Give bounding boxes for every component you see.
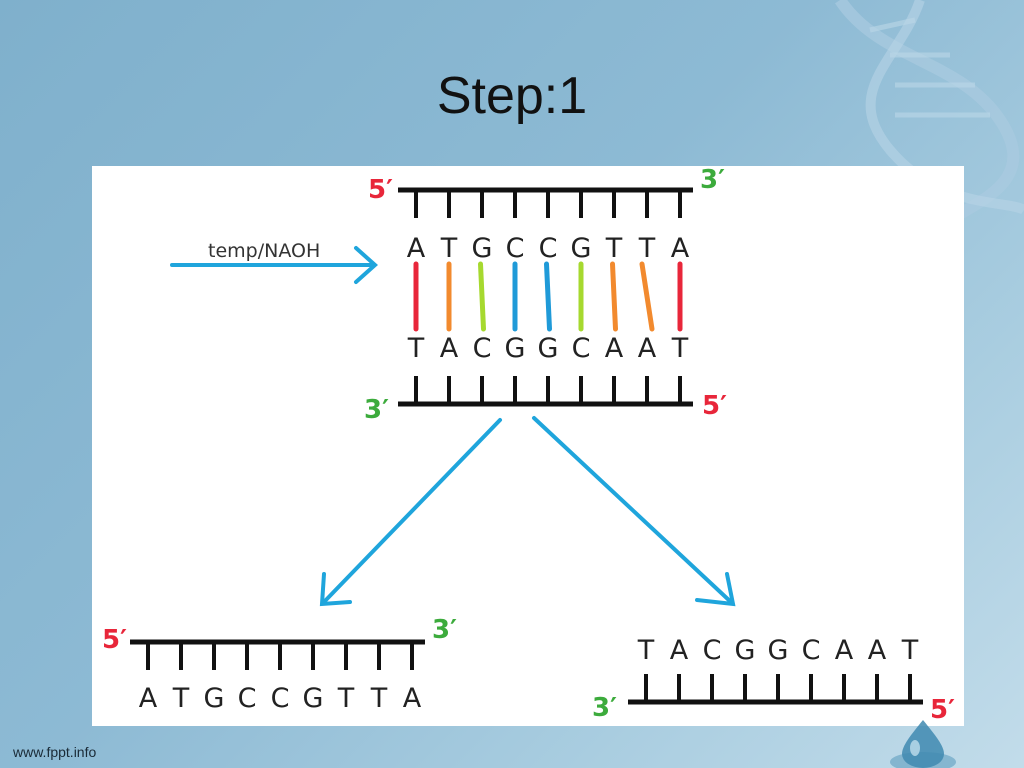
base-pair-5 <box>544 261 552 332</box>
right-product-base-9: T <box>901 635 919 666</box>
split-arrow-left <box>319 418 502 607</box>
left-product-base-3: G <box>204 683 225 714</box>
top-strand-base-8: T <box>638 233 656 264</box>
top-strand-base-4: C <box>506 233 525 264</box>
slide-title: Step:1 <box>436 67 588 125</box>
treatment-label: temp/NAOH <box>208 240 320 262</box>
top-strand-base-6: G <box>571 233 592 264</box>
top-strand-base-1: A <box>407 233 426 264</box>
right-product-base-6: C <box>802 635 821 666</box>
bottom-left-end-label: 3′ <box>364 395 389 425</box>
left-product-base-6: G <box>303 683 324 714</box>
footer-url: www.fppt.info <box>13 744 97 760</box>
bottom-strand-base-8: A <box>638 333 657 364</box>
top-strand-base-9: A <box>671 233 690 264</box>
right-product-base-1: T <box>637 635 655 666</box>
left-product-base-7: T <box>337 683 355 714</box>
top-strand-base-2: T <box>440 233 458 264</box>
left-product-base-8: T <box>370 683 388 714</box>
top-left-end-label: 5′ <box>368 175 393 205</box>
bottom-strand-base-5: G <box>538 333 559 364</box>
left-product-base-1: A <box>139 683 158 714</box>
left-product-base-2: T <box>172 683 190 714</box>
right-product-base-5: G <box>768 635 789 666</box>
base-pair-3 <box>478 261 486 332</box>
right-product-base-3: C <box>703 635 722 666</box>
bottom-right-end-label: 5′ <box>702 391 727 421</box>
bottom-strand-base-2: A <box>440 333 459 364</box>
right-product-base-4: G <box>735 635 756 666</box>
bottom-strand-base-4: G <box>505 333 526 364</box>
bottom-strand-base-1: T <box>407 333 425 364</box>
top-strand-base-7: T <box>605 233 623 264</box>
top-strand-base-3: G <box>472 233 493 264</box>
dna-helix-decoration <box>835 0 1024 220</box>
left-product-base-9: A <box>403 683 422 714</box>
water-drop-decoration <box>890 720 956 768</box>
right-product-base-7: A <box>835 635 854 666</box>
treatment-arrow <box>170 246 378 284</box>
base-pair-7 <box>610 261 618 332</box>
right-product-left-end-label: 3′ <box>592 693 617 723</box>
left-product-left-end-label: 5′ <box>102 625 127 655</box>
right-product-base-2: A <box>670 635 689 666</box>
left-product-base-4: C <box>238 683 257 714</box>
right-product-base-8: A <box>868 635 887 666</box>
left-product-right-end-label: 3′ <box>432 615 457 645</box>
bottom-strand-base-7: A <box>605 333 624 364</box>
left-product-base-5: C <box>271 683 290 714</box>
bottom-strand-base-3: C <box>473 333 492 364</box>
base-pair-8 <box>639 261 655 332</box>
top-right-end-label: 3′ <box>700 166 725 195</box>
bottom-strand-base-6: C <box>572 333 591 364</box>
split-arrow-right <box>532 416 736 607</box>
right-product-right-end-label: 5′ <box>930 695 955 725</box>
bottom-strand-base-9: T <box>671 333 689 364</box>
base-pairs <box>413 261 683 332</box>
top-strand-base-5: C <box>539 233 558 264</box>
